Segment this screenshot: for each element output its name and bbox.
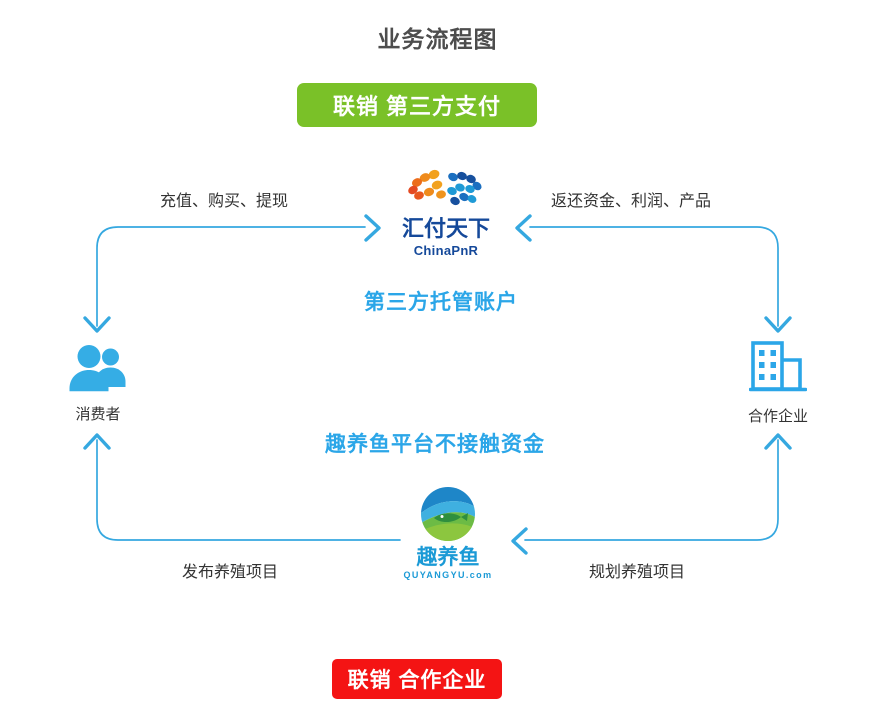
node-consumer: 消费者 — [52, 344, 144, 424]
page-title: 业务流程图 — [377, 26, 498, 52]
badge-partner-enterprise: 联销 合作企业 — [332, 659, 502, 699]
node-partner-label: 合作企业 — [747, 408, 808, 425]
node-consumer-label: 消费者 — [75, 406, 121, 423]
badge-third-party-payment: 联销 第三方支付 — [297, 83, 537, 127]
arrowhead-down-consumer — [83, 316, 111, 333]
node-partner-enterprise: 合作企业 — [730, 338, 826, 426]
building-icon — [748, 338, 808, 399]
edge-label-partner-to-quyangyu: 规划养殖项目 — [589, 564, 686, 581]
quyangyu-fish-logo-icon — [421, 487, 475, 546]
badge-third-party-payment-label: 联销 第三方支付 — [332, 94, 502, 119]
chinapnr-dots-logo-icon — [408, 168, 484, 217]
node-chinapnr: 汇付天下 ChinaPnR — [391, 168, 501, 258]
arrowhead-up-consumer — [83, 433, 111, 450]
arrowhead-left-quyangyu — [511, 527, 528, 555]
edge-line-pnr-to-partner — [529, 226, 779, 327]
edge-line-partner-to-quyangyu — [524, 439, 779, 541]
arrowhead-down-partner — [764, 316, 792, 333]
edge-line-quyangyu-to-consumer — [96, 439, 401, 541]
quyangyu-sub-wordmark: QUYANGYU.com — [403, 570, 493, 580]
chinapnr-wordmark: 汇付天下 — [401, 216, 490, 241]
edge-label-consumer-to-pnr: 充值、购买、提现 — [160, 193, 289, 210]
users-icon-glyph — [69, 345, 126, 392]
edge-label-pnr-to-partner: 返还资金、利润、产品 — [551, 193, 712, 210]
arrowhead-left-chinapnr — [515, 214, 532, 242]
node-quyangyu: 趣养鱼 QUYANGYU.com — [404, 487, 492, 580]
caption-escrow-account: 第三方托管账户 — [364, 291, 518, 314]
caption-no-funds: 趣养鱼平台不接触资金 — [325, 433, 545, 456]
edge-label-quyangyu-to-consumer: 发布养殖项目 — [182, 564, 279, 581]
chinapnr-dots-logo-glyph — [408, 169, 482, 206]
arrowhead-up-partner — [764, 433, 792, 450]
quyangyu-wordmark: 趣养鱼 — [416, 546, 480, 569]
building-icon-glyph — [748, 341, 808, 392]
quyangyu-fish-logo-glyph — [421, 487, 475, 541]
arrowhead-right-chinapnr — [364, 214, 381, 242]
chinapnr-sub-wordmark: ChinaPnR — [413, 243, 479, 258]
edge-line-consumer-to-pnr — [96, 226, 366, 327]
badge-partner-enterprise-label: 联销 合作企业 — [347, 669, 487, 692]
users-icon — [67, 344, 129, 397]
